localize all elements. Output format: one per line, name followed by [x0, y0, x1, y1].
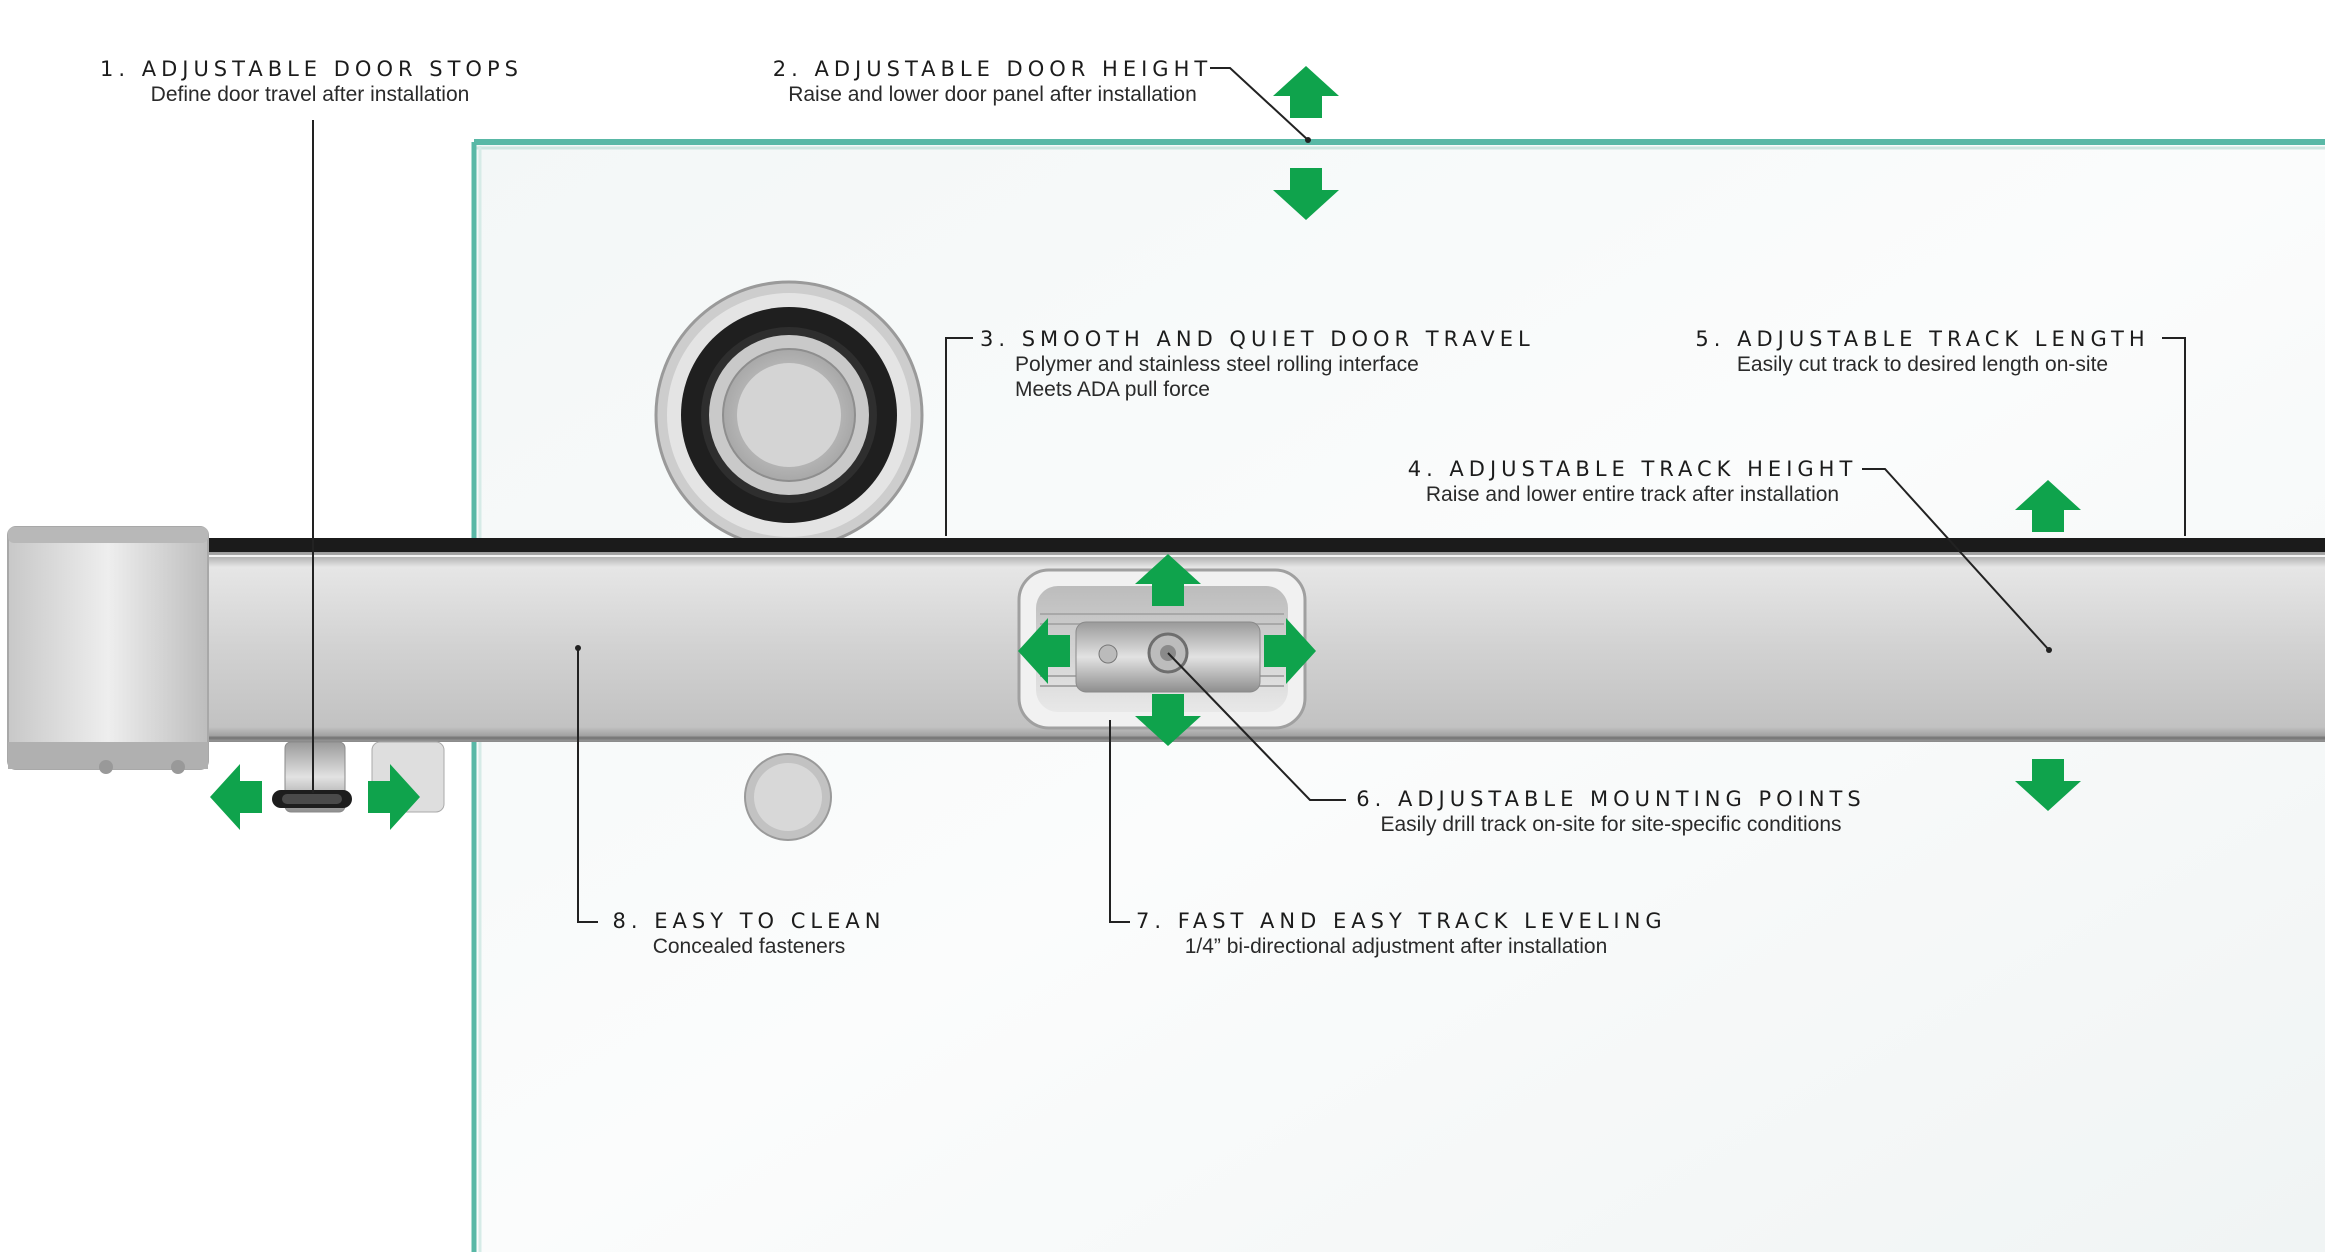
feature-track-length: 5. ADJUSTABLE TRACK LENGTH Easily cut tr…	[1690, 326, 2155, 377]
leader-dots	[575, 137, 2052, 653]
feature-description: Raise and lower door panel after install…	[788, 83, 1197, 106]
feature-description: Meets ADA pull force	[1015, 378, 1210, 401]
arrow-up-icon	[1273, 66, 1339, 118]
feature-title: 3. SMOOTH AND QUIET DOOR TRAVEL	[980, 327, 1535, 351]
leader-lines	[312, 67, 2186, 923]
feature-title: 4. ADJUSTABLE TRACK HEIGHT	[1407, 457, 1858, 481]
feature-door-height: 2. ADJUSTABLE DOOR HEIGHT Raise and lowe…	[760, 56, 1225, 107]
feature-title: 1. ADJUSTABLE DOOR STOPS	[100, 57, 523, 81]
arrow-left-icon	[210, 764, 262, 830]
feature-title: 6. ADJUSTABLE MOUNTING POINTS	[1356, 787, 1866, 811]
roller-wheel	[654, 280, 924, 550]
mounting-pocket	[1017, 568, 1307, 730]
feature-description: Define door travel after installation	[150, 83, 470, 106]
floor-guide	[744, 753, 832, 841]
feature-description: Easily drill track on-site for site-spec…	[1380, 813, 1842, 836]
feature-title: 8. EASY TO CLEAN	[612, 909, 886, 933]
feature-description: 1/4” bi-directional adjustment after ins…	[1184, 935, 1608, 958]
track-end-cap	[7, 526, 209, 774]
feature-description: Polymer and stainless steel rolling inte…	[1015, 353, 1419, 376]
feature-title: 5. ADJUSTABLE TRACK LENGTH	[1695, 327, 2150, 351]
feature-description: Raise and lower entire track after insta…	[1425, 483, 1840, 506]
feature-door-travel: 3. SMOOTH AND QUIET DOOR TRAVEL Polymer …	[980, 326, 1540, 402]
feature-track-height: 4. ADJUSTABLE TRACK HEIGHT Raise and low…	[1400, 456, 1865, 507]
feature-description: Concealed fasteners	[652, 935, 846, 958]
feature-door-stops: 1. ADJUSTABLE DOOR STOPS Define door tra…	[100, 56, 520, 107]
feature-easy-clean: 8. EASY TO CLEAN Concealed fasteners	[604, 908, 894, 959]
feature-title: 7. FAST AND EASY TRACK LEVELING	[1136, 909, 1667, 933]
feature-title: 2. ADJUSTABLE DOOR HEIGHT	[772, 57, 1213, 81]
feature-mounting-points: 6. ADJUSTABLE MOUNTING POINTS Easily dri…	[1346, 786, 1876, 837]
feature-description: Easily cut track to desired length on-si…	[1736, 353, 2109, 376]
feature-track-leveling: 7. FAST AND EASY TRACK LEVELING 1/4” bi-…	[1136, 908, 1667, 959]
door-stop	[272, 741, 445, 813]
